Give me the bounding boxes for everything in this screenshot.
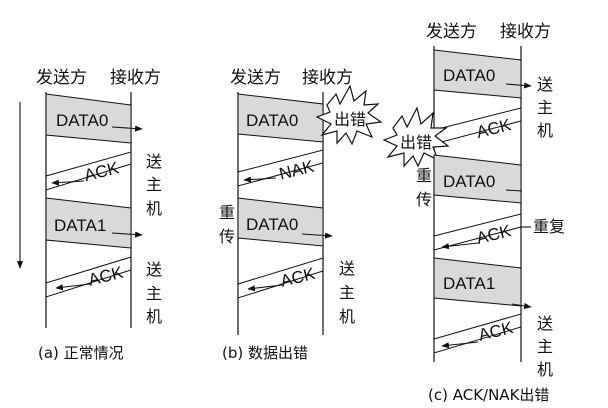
panel-b-deliver-char-3: 机 [339,307,355,326]
panel-b-data0-band-2 [237,197,324,247]
panel-a-frame-2: ACK [82,158,121,185]
panel-b-frame-4: ACK [278,264,317,291]
panel-a-frame-4: ACK [86,263,125,290]
panel-a-deliver-arrow-1 [111,125,143,132]
panel-c-resend-char-1: 重 [416,166,432,185]
panel-b-resend-char-2: 传 [219,227,235,246]
panel-a-frame-1: DATA0 [56,111,108,130]
panel-a-deliver-1-char-2: 主 [146,175,162,194]
panel-c-frame-2: ACK [474,115,513,142]
panel-b-frame-1: DATA0 [246,111,298,130]
panel-c-duplicate-label: 重复 [533,217,565,236]
panel-a-deliver-2-char-3: 机 [146,307,162,326]
panel-c-frame-3: DATA0 [443,172,495,191]
panel-c-deliver-1-char-3: 机 [537,121,553,140]
panel-c-frame-1: DATA0 [443,66,495,85]
panel-b-deliver-char-1: 送 [339,259,355,278]
panel-b-sender-label: 发送方 [230,68,281,88]
panel-c-deliver-1-char-2: 主 [537,98,553,117]
panel-b-ack-arrow [247,284,283,292]
panel-a-deliver-2-char-1: 送 [146,260,162,279]
panel-b-deliver-char-2: 主 [339,283,355,302]
panel-c-frame-5: DATA1 [443,274,495,293]
panel-c-data0-band-1 [433,49,522,99]
panel-a-data0-band [45,93,132,144]
panel-c-deliver-2-char-2: 主 [537,337,553,356]
panel-b-data0-band-1 [237,93,324,143]
panel-b-nak-arrow [243,176,277,183]
panel-c-ack-band-3 [433,313,522,354]
panel-a-ack-arrow-1 [51,179,85,186]
panel-a-sender-label: 发送方 [36,68,87,88]
panel-b-nak-band [237,149,324,187]
panel-a-deliver-2-char-2: 主 [146,284,162,303]
panel-c-receiver-label: 接收方 [500,22,551,42]
panel-a: 发送方 接收方 DATA0 ACK 送 主 机 DATA1 ACK 送 主 机 … [16,68,162,362]
panel-a-deliver-arrow-2 [111,231,143,238]
panel-c-deliver-1-char-1: 送 [537,75,553,94]
panel-b-error-burst [315,84,383,146]
panel-b-receiver-label: 接收方 [302,68,353,88]
panel-c-frame-3-stub [505,189,523,192]
panel-b-resend-char-1: 重 [219,203,235,222]
panel-b-frame-3: DATA0 [246,215,298,234]
panel-a-receiver-label: 接收方 [110,68,161,88]
panel-c-error-label: 出错 [400,133,432,152]
panel-c-frame-6: ACK [476,318,515,345]
panel-c-error-burst [382,106,450,168]
panel-b-ack-band [237,257,324,299]
panel-c-data1-band [433,257,522,307]
panel-c-deliver-2-char-3: 机 [537,360,553,379]
panel-a-deliver-1-char-3: 机 [146,199,162,218]
panel-c: 发送方 接收方 DATA0 送 主 机 ACK 出错 重 传 DATA0 ACK… [382,22,565,404]
panel-c-deliver-arrow-1 [505,82,532,89]
panel-c-sender-label: 发送方 [426,22,477,42]
panel-b-deliver-arrow [301,232,333,239]
panel-c-frame-4: ACK [474,221,513,248]
panel-a-frame-3: DATA1 [54,216,106,235]
panel-a-caption: (a) 正常情况 [38,344,124,362]
panel-a-ack-band-1 [45,151,132,191]
panel-c-data0-band-2 [433,154,522,204]
panel-a-ack-arrow-2 [55,283,91,291]
panel-b-error-label: 出错 [334,110,366,129]
panel-c-caption: (c) ACK/NAK出错 [428,386,549,404]
panel-a-data1-band [45,197,132,249]
panel-b-caption: (b) 数据出错 [222,344,308,362]
panel-c-deliver-2-char-1: 送 [537,314,553,333]
panel-c-ack-arrow-3 [441,341,479,349]
panel-c-resend-char-2: 传 [416,190,432,209]
panel-a-ack-band-2 [45,256,132,298]
panel-b: 发送方 接收方 DATA0 出错 NAK 重 传 DATA0 ACK 送 主 机… [219,68,383,362]
panel-c-ack-arrow-2 [441,242,479,250]
panel-a-deliver-1-char-1: 送 [146,152,162,171]
panel-c-deliver-arrow-2 [511,302,532,309]
